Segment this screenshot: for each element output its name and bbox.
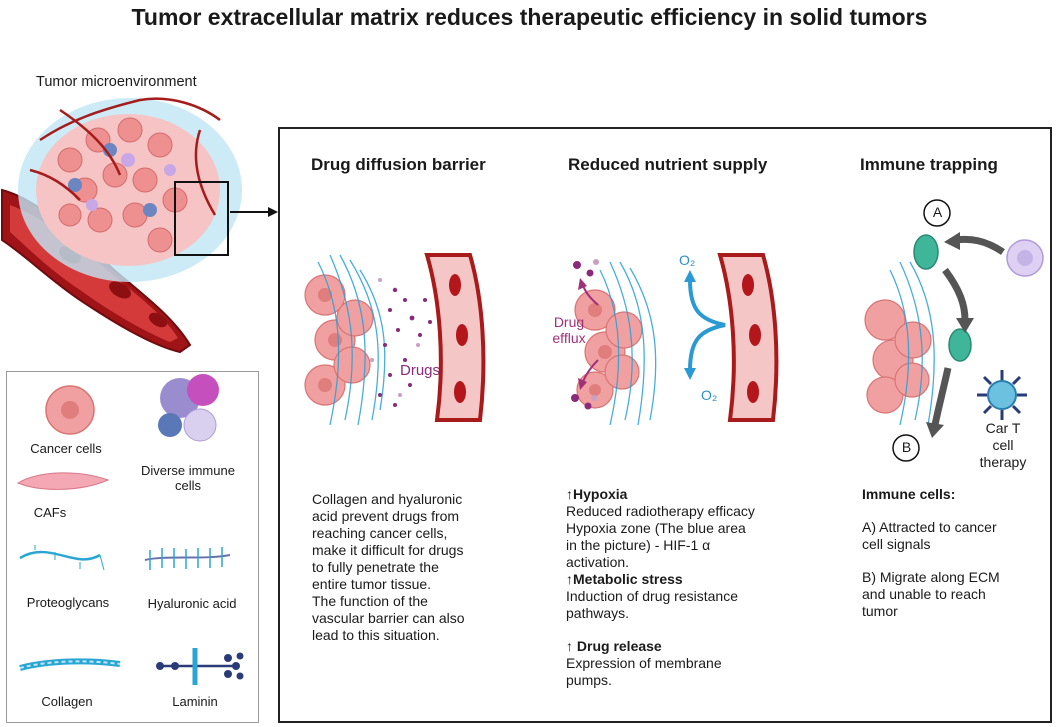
release-heading: ↑ Drug release (566, 638, 662, 654)
cart-line: therapy (979, 454, 1027, 470)
release-line: pumps. (566, 672, 612, 688)
diffusion-line: entire tumor tissue. (312, 576, 432, 592)
diffusion-line: to fully penetrate the (312, 559, 439, 575)
legend-cafs: CAFs (33, 505, 67, 520)
legend-panel (6, 371, 259, 723)
diffusion-line: acid prevent drugs from (312, 508, 460, 524)
diffusion-line: lead to this situation. (312, 627, 440, 643)
tme-label: Tumor microenvironment (36, 74, 197, 90)
diffusion-line: Collagen and hyaluronic (312, 491, 463, 507)
immune-a-line: cell signals (862, 536, 931, 552)
diffusion-body: Collagen and hyaluronic acid prevent dru… (312, 491, 522, 644)
metabolic-line: pathways. (566, 605, 630, 621)
figure-title: Tumor extracellular matrix reduces thera… (131, 4, 928, 30)
diffusion-line: The function of the (312, 593, 428, 609)
immune-body: Immune cells: A) Attracted to cancer cel… (862, 486, 1047, 620)
hypoxia-line: Reduced radiotherapy efficacy (566, 503, 755, 519)
immune-b-line: tumor (862, 603, 898, 619)
legend-cancer-cells: Cancer cells (30, 441, 102, 456)
hypoxia-line: activation. (566, 554, 630, 570)
diffusion-line: make it difficult for drugs (312, 542, 464, 558)
diffusion-line: vascular barrier can also (312, 610, 465, 626)
diffusion-heading: Drug diffusion barrier (311, 155, 486, 174)
legend-laminin: Laminin (172, 694, 218, 709)
diffusion-line: reaching cancer cells, (312, 525, 448, 541)
drugs-label: Drugs (400, 362, 441, 379)
cart-line: Car T (985, 420, 1021, 436)
drug-efflux-line: efflux (552, 330, 586, 346)
diffusion-illustration (304, 253, 486, 426)
immune-cells-heading: Immune cells: (862, 486, 956, 502)
legend-immune-cells: Diverse immune cells (141, 463, 235, 493)
legend-icons (16, 374, 244, 685)
mechanisms-panel (278, 127, 1052, 723)
metabolic-heading: ↑Metabolic stress (566, 571, 683, 587)
immune-b-line: B) Migrate along ECM (862, 569, 1000, 585)
cart-line: cell (992, 437, 1014, 453)
immune-a-line: A) Attracted to cancer (862, 519, 997, 535)
tumor-microenvironment-illustration (1, 97, 278, 354)
cart-label: Car T cell therapy (973, 420, 1033, 471)
legend-proteoglycans: Proteoglycans (26, 595, 110, 610)
immune-illustration (864, 199, 1044, 462)
marker-b: B (901, 439, 912, 455)
drug-efflux-line: Drug (553, 314, 585, 330)
nutrient-heading: Reduced nutrient supply (568, 155, 768, 174)
hypoxia-line: in the picture) - HIF-1 α (566, 537, 711, 553)
drug-efflux-label: Drug efflux (549, 314, 589, 346)
metabolic-line: Induction of drug resistance (566, 588, 738, 604)
legend-hyaluronic-acid: Hyaluronic acid (147, 596, 237, 611)
release-line: Expression of membrane (566, 655, 722, 671)
marker-a: A (932, 204, 943, 220)
nutrient-body: ↑Hypoxia Reduced radiotherapy efficacy H… (566, 486, 811, 689)
hypoxia-heading: ↑Hypoxia (566, 486, 628, 502)
o2-bottom-label: O₂ (701, 387, 718, 403)
o2-top-label: O₂ (679, 252, 696, 268)
legend-collagen: Collagen (41, 694, 93, 709)
immune-b-line: and unable to reach (862, 586, 986, 602)
immune-heading: Immune trapping (860, 155, 998, 174)
nutrient-illustration (571, 253, 779, 426)
hypoxia-line: Hypoxia zone (The blue area (566, 520, 746, 536)
